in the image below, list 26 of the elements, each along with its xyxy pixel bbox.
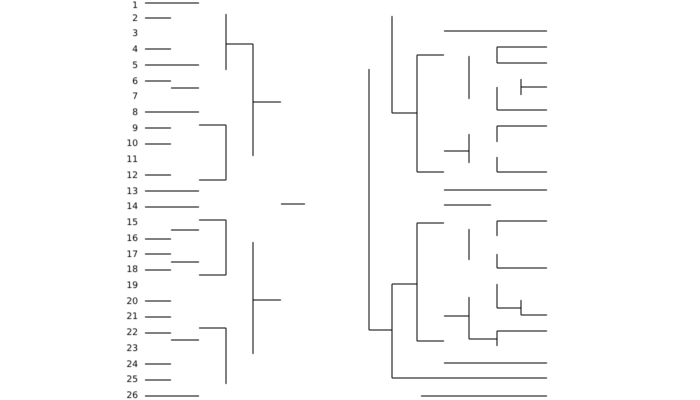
- row-number: 18: [126, 265, 138, 276]
- row-number: 8: [131, 108, 138, 118]
- row-number: 9: [131, 124, 138, 134]
- row-number: 11: [126, 155, 138, 166]
- row-number: 25: [126, 375, 138, 386]
- row-number: 23: [126, 344, 138, 354]
- row-number: 20: [126, 296, 138, 307]
- row-number: 17: [126, 250, 138, 260]
- row-number: 10: [126, 139, 138, 150]
- row-number: 12: [126, 170, 138, 181]
- row-number: 6: [131, 76, 138, 87]
- row-number: 4: [131, 45, 138, 56]
- row-number: 14: [126, 202, 138, 212]
- row-number: 2: [131, 14, 138, 24]
- row-number: 21: [126, 312, 138, 322]
- row-number: 5: [131, 60, 138, 71]
- row-number: 1: [131, 1, 138, 11]
- row-number: 16: [126, 234, 138, 244]
- row-number: 7: [131, 92, 138, 102]
- row-number: 3: [131, 29, 138, 40]
- row-number: 19: [126, 280, 138, 291]
- row-number: 24: [126, 360, 138, 370]
- row-number: 22: [126, 328, 138, 338]
- row-number: 15: [126, 218, 138, 228]
- row-number: 13: [126, 186, 138, 197]
- row-number: 26: [126, 391, 138, 400]
